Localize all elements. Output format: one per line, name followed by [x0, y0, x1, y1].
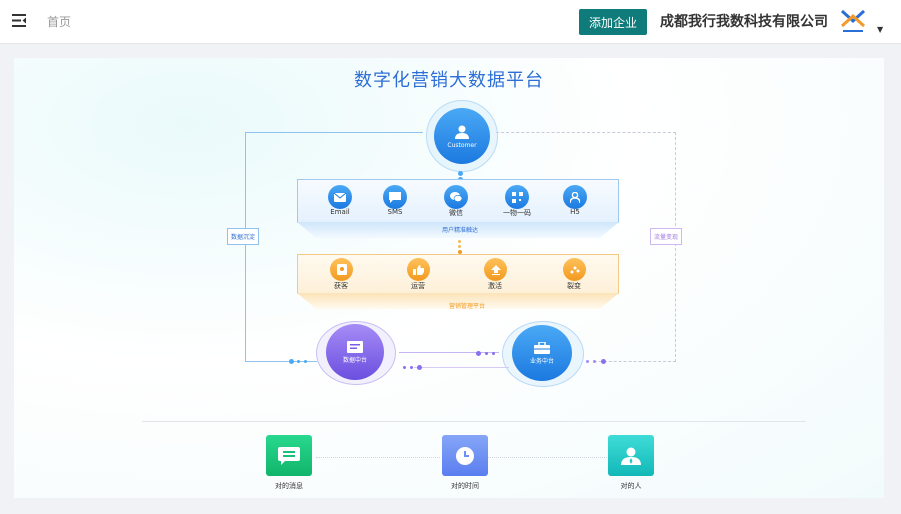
- dot: [492, 352, 495, 355]
- outer-frame-left: [245, 132, 246, 362]
- clock-icon[interactable]: [442, 435, 488, 476]
- outer-frame-bottom-left: [245, 361, 317, 362]
- channel-label: Email: [330, 208, 350, 216]
- dot: [601, 359, 606, 364]
- action-label: 运营: [411, 282, 425, 290]
- outer-frame-right: [675, 132, 676, 362]
- dot: [458, 245, 461, 248]
- person-icon[interactable]: [608, 435, 654, 476]
- acquire-icon[interactable]: [330, 258, 353, 281]
- wechat-icon[interactable]: [444, 185, 468, 209]
- business-center-node[interactable]: 业务中台: [512, 325, 572, 381]
- thumbs-up-icon[interactable]: [407, 258, 430, 281]
- data-center-node[interactable]: 数据中台: [326, 324, 384, 380]
- dot: [458, 250, 462, 254]
- chevron-down-icon[interactable]: ▼: [877, 25, 884, 34]
- dot: [403, 366, 406, 369]
- marketing-caption: 营销管理平台: [448, 303, 485, 310]
- data-center-label: 数据中台: [342, 356, 367, 364]
- fission-icon[interactable]: [563, 258, 586, 281]
- dot: [485, 352, 488, 355]
- marketing-base: [297, 293, 619, 309]
- dot: [410, 366, 413, 369]
- center-link-top: [399, 352, 499, 353]
- user-icon: [455, 125, 469, 139]
- center-link-bottom: [414, 367, 509, 368]
- dot: [297, 360, 300, 363]
- channels-base: [297, 222, 619, 238]
- menu-fold-icon[interactable]: [12, 14, 26, 27]
- action-label: 获客: [334, 282, 348, 290]
- company-logo-icon[interactable]: [839, 8, 867, 36]
- action-label: 激活: [488, 282, 502, 290]
- email-icon[interactable]: [328, 185, 352, 209]
- qr-code-icon[interactable]: [505, 185, 529, 209]
- dot: [593, 360, 596, 363]
- top-bar: 首页 添加企业 成都我行我数科技有限公司 ▼: [0, 0, 901, 44]
- business-center-label: 业务中台: [529, 357, 554, 365]
- channels-caption: 用户精准触达: [441, 227, 478, 234]
- channel-label: 微信: [449, 209, 463, 217]
- dot: [417, 365, 422, 370]
- dot: [476, 351, 481, 356]
- channel-label: H5: [570, 208, 580, 216]
- outer-frame-top-left: [245, 132, 423, 133]
- channel-label: SMS: [387, 208, 403, 216]
- monitor-icon: [347, 340, 363, 353]
- action-label: 裂变: [567, 282, 581, 290]
- outer-frame-top-right: [496, 132, 676, 133]
- activate-icon[interactable]: [484, 258, 507, 281]
- customer-label: Customer: [447, 141, 477, 149]
- message-icon[interactable]: [266, 435, 312, 476]
- h5-icon[interactable]: [563, 185, 587, 209]
- page-title: 数字化营销大数据平台: [354, 70, 544, 91]
- diagram-panel: 数字化营销大数据平台 数据沉淀 流量变现 Customer Email SMS …: [14, 58, 884, 498]
- dot: [304, 360, 307, 363]
- dot: [586, 360, 589, 363]
- outer-frame-bottom-right: [594, 361, 676, 362]
- bottom-label: 对的人: [620, 482, 642, 490]
- dot: [458, 171, 463, 176]
- bottom-divider: [142, 421, 806, 422]
- add-company-button[interactable]: 添加企业: [579, 9, 647, 35]
- traffic-monetize-tag: 流量变现: [650, 228, 683, 245]
- company-name: 成都我行我数科技有限公司: [660, 14, 828, 30]
- bottom-dotted-link-1: [316, 457, 440, 458]
- bottom-label: 对的时间: [451, 482, 479, 490]
- bottom-dotted-link-2: [487, 457, 607, 458]
- channel-label: 一物一码: [503, 209, 531, 217]
- sms-icon[interactable]: [383, 185, 407, 209]
- briefcase-icon: [534, 341, 550, 354]
- data-settle-tag: 数据沉淀: [227, 228, 260, 245]
- breadcrumb-home[interactable]: 首页: [47, 15, 72, 29]
- customer-node[interactable]: Customer: [434, 108, 490, 164]
- dot: [458, 240, 461, 243]
- dot: [289, 359, 294, 364]
- bottom-label: 对的消息: [275, 482, 303, 490]
